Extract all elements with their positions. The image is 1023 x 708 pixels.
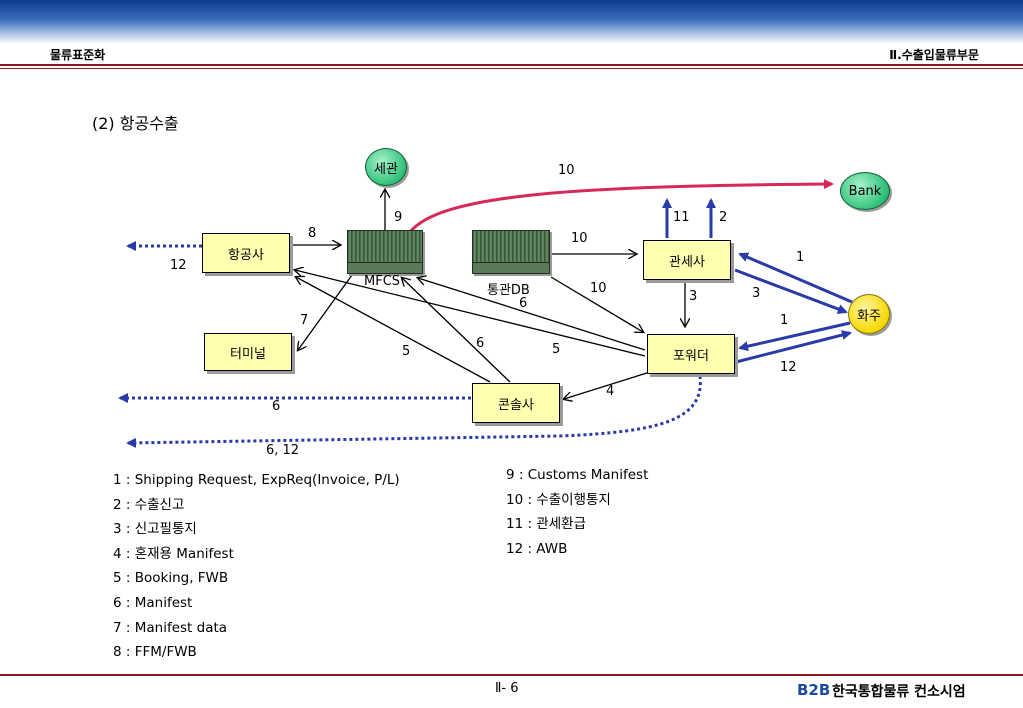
- legend-left: 1 : Shipping Request, ExpReq(Invoice, P/…: [113, 468, 400, 665]
- edge-label: 10: [590, 281, 607, 296]
- legend-right: 9 : Customs Manifest 10 : 수출이행통지 11 : 관세…: [506, 463, 648, 561]
- edge-label: 5: [552, 342, 561, 357]
- edge-label: 9: [394, 210, 403, 225]
- edge-label: 1: [796, 250, 805, 265]
- arrow-mfcs-bank: [408, 179, 834, 233]
- section-title: (2) 항공수출: [92, 114, 179, 133]
- arrow-db-forwarder: [550, 276, 643, 332]
- edge-label: 6, 12: [266, 443, 300, 458]
- node-broker: 관세사: [643, 240, 731, 280]
- edge-label: 3: [752, 286, 761, 301]
- node-mfcs-server: [347, 230, 423, 274]
- header-rule: [0, 64, 1023, 66]
- edge-label: 5: [402, 344, 411, 359]
- node-customs: 세관: [365, 148, 407, 186]
- footer-rule: [0, 674, 1023, 676]
- edge-label: 3: [689, 289, 698, 304]
- node-terminal-label: 터미널: [230, 346, 266, 362]
- arrow-forwarder-consol: [564, 371, 651, 399]
- arrow-consol-mfcs: [402, 278, 511, 383]
- legend-item: 9 : Customs Manifest: [506, 467, 649, 483]
- node-consolidator: 콘솔사: [472, 383, 560, 423]
- legend-item: 2 : 수출신고: [113, 496, 185, 513]
- node-forwarder-label: 포워더: [673, 348, 709, 364]
- page-number: Ⅱ- 6: [495, 681, 519, 696]
- edge-label: 10: [558, 163, 575, 178]
- arrow-shipper-broker: [738, 252, 853, 304]
- edge-label: 4: [606, 384, 615, 399]
- arrow-mfcs-terminal: [298, 274, 353, 350]
- arrow-shipper-forwarder: [738, 321, 851, 352]
- node-consolidator-label: 콘솔사: [498, 397, 534, 413]
- edge-label: 11: [673, 210, 690, 225]
- node-broker-label: 관세사: [669, 254, 705, 270]
- legend-item: 4 : 혼재용 Manifest: [113, 545, 234, 562]
- node-customs-label: 세관: [374, 161, 398, 177]
- header-left-title: 물류표준화: [50, 48, 106, 62]
- edge-label: 2: [719, 210, 728, 225]
- header-rule-thin: [0, 68, 1023, 69]
- company-name: 한국통합물류 컨소시엄: [832, 684, 966, 700]
- legend-item: 7 : Manifest data: [113, 619, 228, 636]
- node-bank: Bank: [840, 172, 890, 210]
- legend-item: 1 : Shipping Request, ExpReq(Invoice, P/…: [113, 472, 400, 488]
- arrow-forwarder-shipper: [735, 330, 852, 364]
- edge-label: 6: [476, 336, 485, 351]
- node-bank-label: Bank: [848, 183, 882, 199]
- legend-item: 8 : FFM/FWB: [113, 644, 197, 661]
- arrow-broker-shipper: [734, 268, 848, 314]
- legend-item: 6 : Manifest: [113, 594, 193, 611]
- edge-label: 8: [308, 226, 317, 241]
- node-airline: 항공사: [202, 233, 290, 273]
- legend-item: 10 : 수출이행통지: [506, 491, 611, 508]
- edge-label: 6: [272, 399, 281, 414]
- edge-label: 10: [571, 231, 588, 246]
- node-airline-label: 항공사: [228, 247, 264, 263]
- node-shipper-label: 화주: [857, 308, 881, 324]
- arrow-forwarder-mfcs: [418, 278, 646, 351]
- edge-label: 12: [780, 360, 797, 375]
- header-right-title: Ⅱ.수출입물류부문: [889, 48, 979, 62]
- node-forwarder: 포워더: [647, 334, 735, 374]
- arrow-forwarder-out: [126, 375, 702, 448]
- edge-label: 12: [170, 258, 187, 273]
- legend-item: 5 : Booking, FWB: [113, 570, 229, 587]
- legend-item: 11 : 관세환급: [506, 516, 586, 533]
- header-band: [0, 0, 1023, 44]
- edge-label: 7: [300, 313, 309, 328]
- legend-item: 12 : AWB: [506, 540, 568, 557]
- edge-label: 6: [519, 296, 528, 311]
- node-customs-db-label: 통관DB: [487, 283, 530, 298]
- company-logo: B2B: [797, 681, 831, 699]
- legend-item: 3 : 신고필통지: [113, 521, 197, 538]
- arrow-consol-airline: [296, 277, 491, 383]
- edge-label: 1: [780, 313, 789, 328]
- node-customs-db-server: [472, 230, 550, 274]
- node-terminal: 터미널: [204, 333, 292, 371]
- arrow-forwarder-airline: [295, 270, 646, 357]
- node-shipper: 화주: [848, 294, 890, 334]
- node-mfcs-label: MFCS: [364, 274, 401, 289]
